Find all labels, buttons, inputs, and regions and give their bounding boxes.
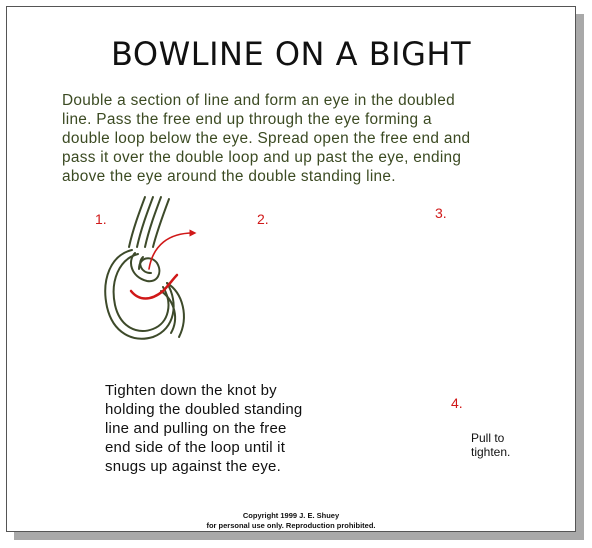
copyright-line: Copyright 1999 J. E. Shuey	[7, 511, 575, 521]
step-3-label: 3.	[435, 205, 447, 221]
tighten-line: end side of the loop until it	[105, 438, 375, 457]
pull-line: Pull to	[471, 431, 510, 445]
tighten-line: line and pulling on the free	[105, 419, 375, 438]
step-2-label: 2.	[257, 211, 269, 227]
step-1-label: 1.	[95, 211, 107, 227]
diagram-card: BOWLINE ON A BIGHT Double a section of l…	[6, 6, 576, 532]
tighten-line: Tighten down the knot by	[105, 381, 375, 400]
step-4-label: 4.	[451, 395, 463, 411]
pull-line: tighten.	[471, 445, 510, 459]
tighten-instructions: Tighten down the knot by holding the dou…	[105, 381, 375, 476]
step-1-knot	[105, 197, 193, 339]
tighten-line: holding the doubled standing	[105, 400, 375, 419]
copyright-line: for personal use only. Reproduction proh…	[7, 521, 575, 531]
tighten-line: snugs up against the eye.	[105, 457, 375, 476]
copyright-notice: Copyright 1999 J. E. Shuey for personal …	[7, 511, 575, 531]
pull-to-tighten-note: Pull to tighten.	[471, 431, 510, 459]
